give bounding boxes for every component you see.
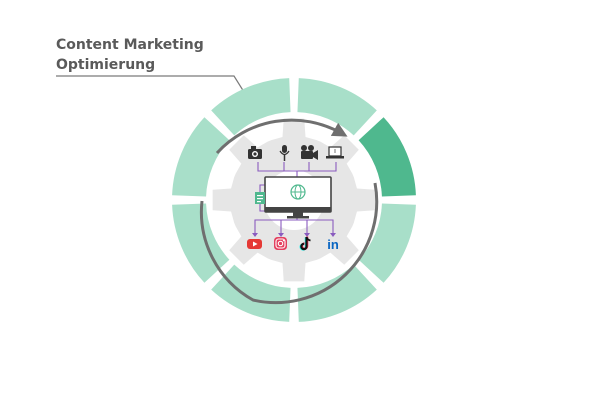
cycle-arrow-main (199, 182, 379, 305)
ring-segment (358, 203, 416, 283)
document-icon (255, 192, 265, 204)
connector-arrowheads (252, 233, 336, 237)
callout-leader-line (56, 75, 245, 93)
ring-segment (211, 264, 291, 322)
instagram-icon (274, 237, 287, 250)
linkedin-icon-label: in (327, 237, 339, 252)
cycle-arrow-top (215, 118, 348, 155)
ring-segment (297, 264, 377, 322)
video-camera-icon (301, 145, 318, 160)
ring-segment (211, 78, 291, 136)
callout-title-line-2: Optimierung (56, 57, 156, 73)
tiktok-icon (299, 236, 311, 251)
camera-icon (248, 146, 262, 159)
ring-segment-highlighted (358, 117, 416, 197)
laptop-icon (326, 146, 344, 159)
monitor-globe-icon (264, 176, 332, 219)
ring-segment (172, 117, 230, 197)
microphone-icon (279, 145, 290, 161)
linkedin-icon: in (327, 237, 339, 252)
ring-segment (297, 78, 377, 136)
callout-title-line-1: Content Marketing (56, 37, 204, 53)
youtube-icon (247, 239, 262, 249)
